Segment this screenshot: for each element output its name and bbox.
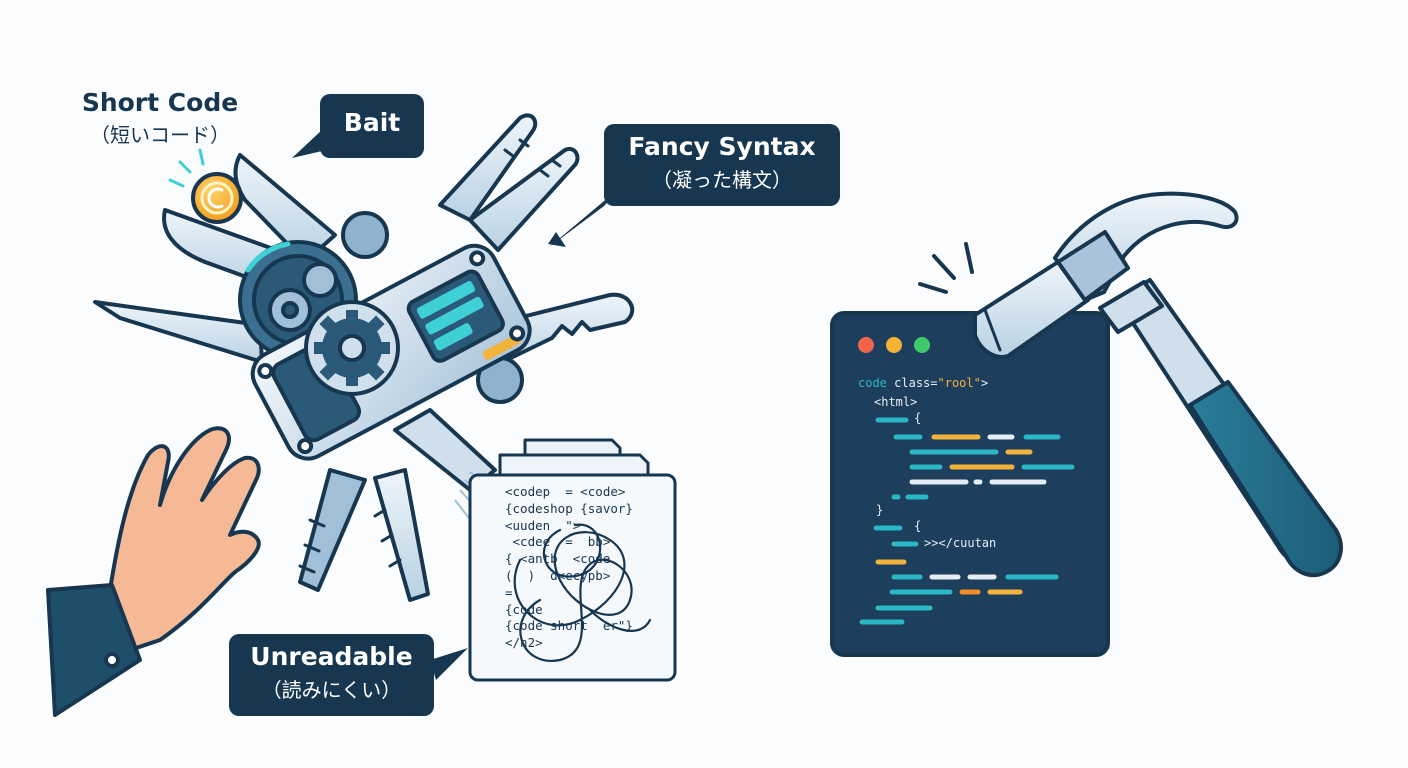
- editor-line-1: code class="rool">: [858, 376, 988, 390]
- messy-code-line: {code short er"}: [505, 618, 633, 634]
- fancy-bubble-tail: [548, 186, 622, 248]
- short-code-label: Short Code （短いコード）: [60, 88, 260, 148]
- bait-title: Bait: [343, 108, 401, 137]
- editor-line-6: >></cuutan: [924, 536, 997, 550]
- editor-line-1-value: "rool": [937, 376, 981, 390]
- scribble: [513, 523, 652, 662]
- hammer-icon: [973, 191, 1343, 578]
- editor-line-1-end: >: [980, 376, 989, 390]
- short-code-subtitle: （短いコード）: [90, 123, 230, 147]
- fancy-syntax-subtitle: （凝った構文）: [652, 168, 792, 192]
- fancy-syntax-title: Fancy Syntax: [628, 132, 816, 161]
- messy-code-line: </h2>: [505, 635, 543, 651]
- multitool-icon: [93, 113, 635, 602]
- editor-line-4: }: [876, 503, 884, 517]
- editor-line-1-attr: class=: [894, 376, 938, 390]
- editor-line-2: <html>: [874, 395, 918, 409]
- window-minimize-dot: [886, 337, 902, 353]
- coin-icon: [168, 148, 243, 224]
- unreadable-title: Unreadable: [250, 642, 413, 671]
- gear-icon: [304, 300, 400, 396]
- messy-code-line: {codeshop {savor}: [505, 500, 633, 516]
- unreadable-bubble: Unreadable （読みにくい）: [229, 634, 434, 716]
- messy-code-line: ( ) d<ecypb>: [505, 567, 611, 583]
- unreadable-subtitle: （読みにくい）: [261, 678, 402, 702]
- impact-lines: [918, 242, 974, 294]
- editor-line-3: {: [914, 411, 922, 425]
- messy-code-line: {code: [505, 601, 543, 617]
- messy-code-line: <cdee = bb>: [505, 534, 611, 550]
- editor-line-1-tag: code: [858, 376, 887, 390]
- fancy-syntax-bubble: Fancy Syntax （凝った構文）: [604, 124, 840, 206]
- messy-code-block: <codep = <code>{codeshop {savor}<uuden "…: [505, 484, 673, 652]
- hand-icon: [46, 426, 261, 717]
- messy-code-line: =: [505, 584, 513, 600]
- messy-code-line: <uuden ">: [505, 517, 581, 533]
- editor-line-5: {: [914, 519, 922, 533]
- messy-code-line: { <antb <code: [505, 551, 611, 567]
- code-window-icon: [830, 311, 1110, 657]
- bait-bubble: Bait: [320, 94, 424, 158]
- window-close-dot: [858, 337, 874, 353]
- window-maximize-dot: [914, 337, 930, 353]
- unreadable-bubble-tail: [430, 648, 468, 680]
- short-code-title: Short Code: [81, 88, 239, 117]
- messy-code-line: <codep = <code>: [505, 484, 626, 499]
